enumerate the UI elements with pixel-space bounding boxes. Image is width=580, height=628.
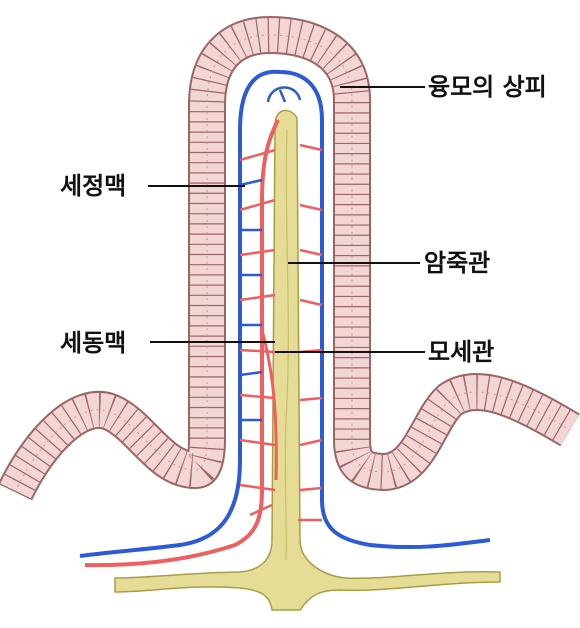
- arteriole: [84, 119, 280, 568]
- leader-lines: [148, 86, 425, 353]
- label-venule: 세정맥: [60, 172, 127, 200]
- label-arteriole: 세동맥: [60, 329, 127, 357]
- label-capillary: 모세관: [428, 338, 495, 366]
- label-villus-epithelium: 융모의 상피: [428, 73, 547, 101]
- label-lacteal: 암죽관: [424, 249, 491, 277]
- arteriole-branch: [260, 329, 278, 481]
- lacteal: [114, 109, 501, 611]
- lacteal-inner-line: [284, 129, 289, 561]
- epithelium-midline: [14, 34, 571, 493]
- venule-left-trunk: [79, 459, 242, 558]
- venule: [238, 69, 491, 550]
- venule-top-loop: [266, 86, 302, 103]
